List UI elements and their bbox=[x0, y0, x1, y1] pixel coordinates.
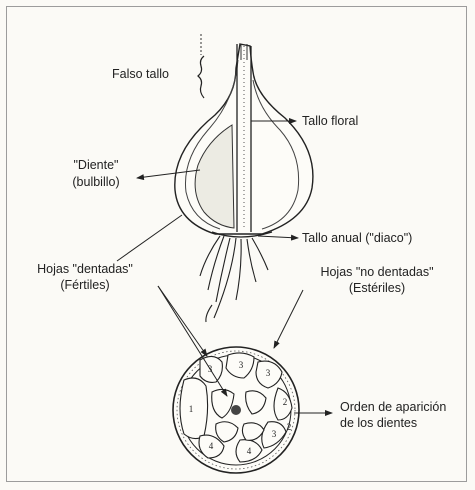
cross-section: 1 2 3 3 3 3 2 4 4 bbox=[173, 347, 299, 473]
false-stem bbox=[198, 34, 204, 98]
arrow-hojas-dentadas bbox=[158, 286, 207, 356]
arrow-hojas-no-dentadas bbox=[274, 290, 303, 348]
label-hojas-no-dentadas: Hojas "no dentadas" bbox=[302, 265, 452, 280]
false-stem-brace bbox=[198, 56, 204, 98]
label-esteriles: (Estériles) bbox=[302, 281, 452, 296]
roots bbox=[200, 236, 268, 322]
clove-number: 2 bbox=[283, 397, 288, 407]
clove bbox=[180, 378, 208, 439]
central-stem bbox=[231, 405, 241, 415]
garlic-bulb bbox=[175, 44, 313, 237]
label-fertiles: (Fértiles) bbox=[17, 278, 153, 293]
label-tallo-floral: Tallo floral bbox=[302, 114, 358, 129]
label-diente: "Diente" bbox=[56, 158, 136, 173]
label-bulbillo: (bulbillo) bbox=[56, 175, 136, 190]
clove-number: 4 bbox=[247, 446, 252, 456]
label-tallo-anual: Tallo anual ("diaco") bbox=[302, 231, 412, 246]
pointer-hojas-dentadas bbox=[117, 215, 182, 261]
label-orden-aparicion: Orden de aparición bbox=[340, 400, 446, 415]
clove-number: 4 bbox=[209, 441, 214, 451]
label-falso-tallo: Falso tallo bbox=[112, 67, 169, 82]
label-hojas-dentadas: Hojas "dentadas" bbox=[17, 262, 153, 277]
arrow-tallo-anual bbox=[258, 236, 298, 238]
clove-number: 3 bbox=[266, 368, 271, 378]
clove-number: 2 bbox=[287, 422, 292, 432]
clove-number: 3 bbox=[272, 429, 277, 439]
label-de-los-dientes: de los dientes bbox=[340, 416, 417, 431]
clove-number: 3 bbox=[239, 360, 244, 370]
clove-number: 1 bbox=[189, 404, 194, 414]
